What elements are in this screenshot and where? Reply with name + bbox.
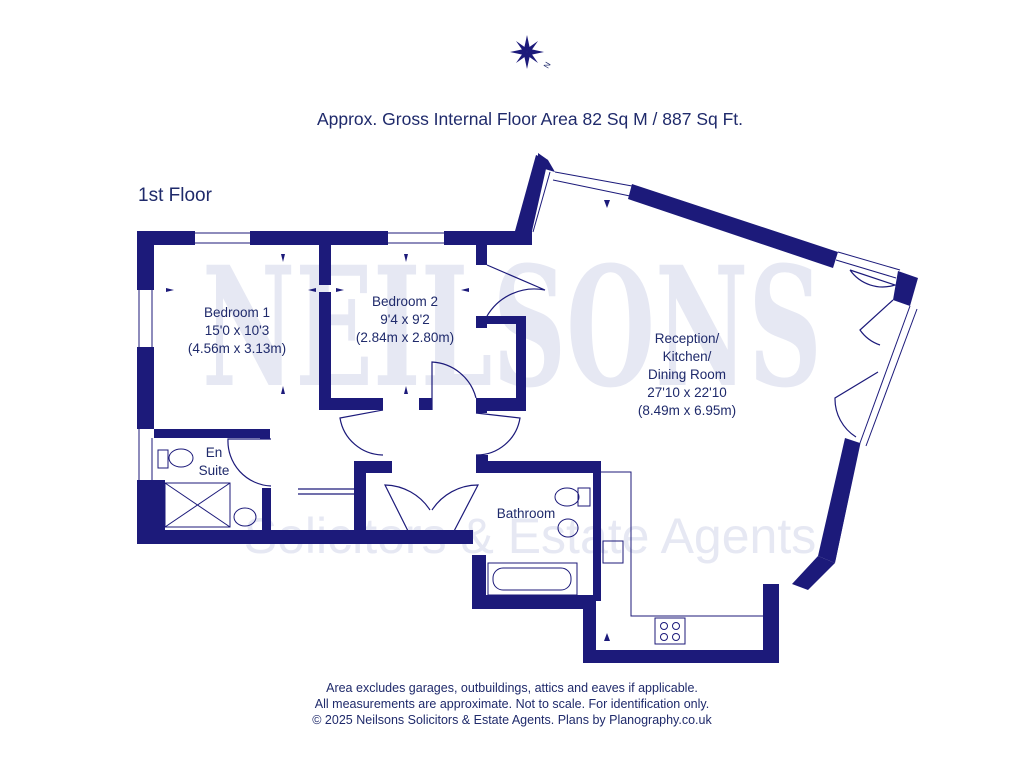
disclaimer-footer: Area excludes garages, outbuildings, att… <box>0 680 1024 728</box>
ensuite-name-line1: En <box>206 445 223 460</box>
shower-icon <box>164 482 231 528</box>
room-ensuite: En Suite <box>199 445 230 478</box>
bathroom-fixtures <box>487 487 591 596</box>
compass-north-letter: N <box>542 60 553 70</box>
watermark-brand: NEILSONS <box>202 230 822 424</box>
bathroom-name: Bathroom <box>497 506 556 521</box>
room-bedroom-1: Bedroom 1 15'0 x 10'3 (4.56m x 3.13m) <box>188 305 286 356</box>
bedroom-2-dim-metric: (2.84m x 2.80m) <box>356 330 454 345</box>
hob-icon <box>654 617 686 645</box>
dimension-markers <box>166 200 610 641</box>
bedroom-1-name: Bedroom 1 <box>204 305 270 320</box>
walls <box>137 153 918 663</box>
ensuite-name-line2: Suite <box>199 463 230 478</box>
reception-dim-imperial: 27'10 x 22'10 <box>647 385 726 400</box>
disclaimer-line-2: All measurements are approximate. Not to… <box>314 697 710 711</box>
ensuite-basin-icon <box>233 507 257 527</box>
bedroom-1-dim-metric: (4.56m x 3.13m) <box>188 341 286 356</box>
copyright-line: © 2025 Neilsons Solicitors & Estate Agen… <box>312 713 712 727</box>
kitchen-fixtures <box>601 471 763 645</box>
reception-dim-metric: (8.49m x 6.95m) <box>638 403 736 418</box>
disclaimer-line-1: Area excludes garages, outbuildings, att… <box>326 681 698 695</box>
ensuite-toilet-icon <box>168 448 194 468</box>
watermark: NEILSONS Solicitors & Estate Agents <box>202 230 822 564</box>
bath-icon <box>487 562 578 596</box>
toilet-icon <box>554 487 580 507</box>
windows <box>138 167 918 561</box>
bedroom-2-name: Bedroom 2 <box>372 294 438 309</box>
doors <box>227 264 897 536</box>
room-bedroom-2: Bedroom 2 9'4 x 9'2 (2.84m x 2.80m) <box>356 294 454 345</box>
floor-label: 1st Floor <box>138 185 213 206</box>
room-bathroom: Bathroom <box>497 506 556 521</box>
basin-icon <box>557 518 579 538</box>
ensuite-fixtures <box>157 448 257 528</box>
room-reception: Reception/ Kitchen/ Dining Room 27'10 x … <box>638 331 736 418</box>
reception-name-line1: Reception/ <box>655 331 720 346</box>
floor-area-title: Approx. Gross Internal Floor Area 82 Sq … <box>317 109 743 129</box>
reception-name-line2: Kitchen/ <box>663 349 712 364</box>
bedroom-1-dim-imperial: 15'0 x 10'3 <box>205 323 269 338</box>
reception-name-line3: Dining Room <box>648 367 726 382</box>
compass-icon: N <box>510 35 553 70</box>
bedroom-2-dim-imperial: 9'4 x 9'2 <box>380 312 429 327</box>
